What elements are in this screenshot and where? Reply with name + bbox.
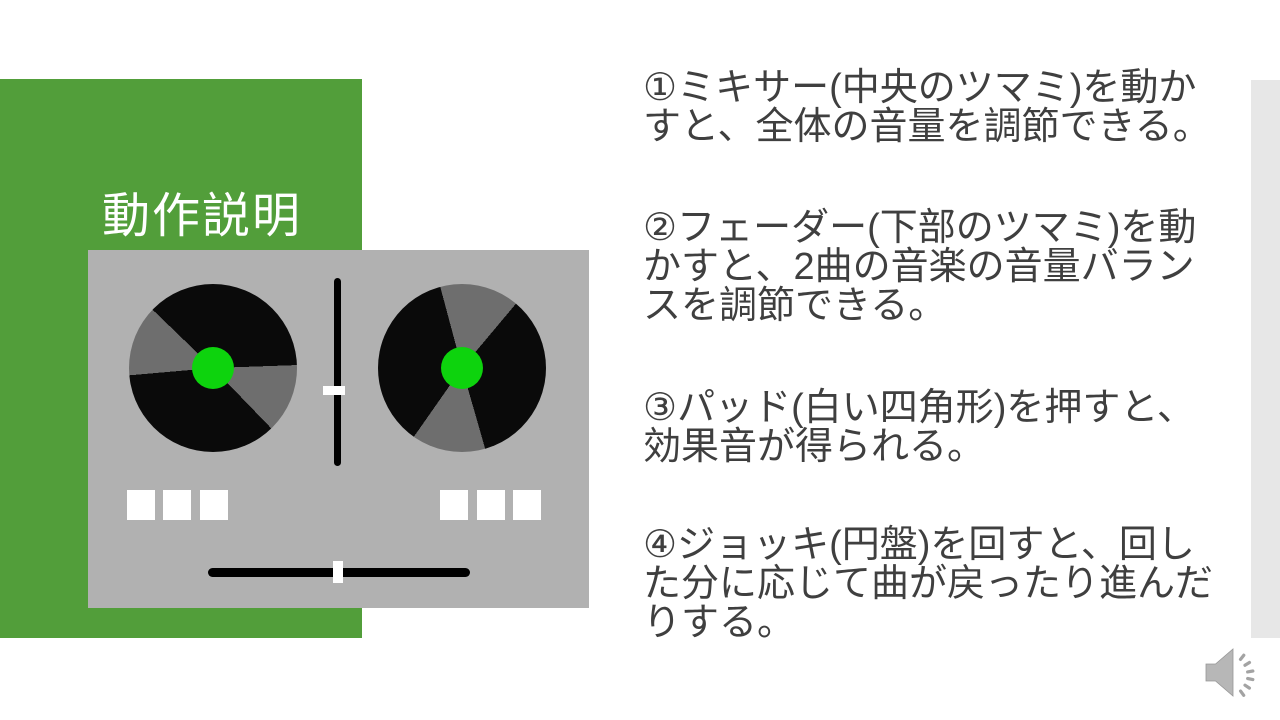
pad-right-1 [440, 490, 468, 520]
fader-handle [333, 561, 343, 583]
instruction-2: ②フェーダー(下部のツマミ)を動 かすと、2曲の音楽の音量バラン スを調節できる… [643, 207, 1197, 327]
jog-wheel-right-center [441, 347, 483, 389]
page-title: 動作説明 [102, 190, 303, 243]
instruction-3: ③パッド(白い四角形)を押すと、 効果音が得られる。 [643, 387, 1195, 468]
dj-mixer-image [88, 250, 589, 608]
jog-wheel-left [129, 284, 297, 452]
jog-wheel-left-center [192, 347, 234, 389]
mixer-slider-track [334, 278, 341, 466]
speaker-icon[interactable] [1200, 641, 1264, 703]
pad-left-2 [163, 490, 191, 520]
mixer-slider-handle [323, 386, 345, 395]
speaker-sound-waves [1238, 653, 1255, 697]
pad-right-3 [513, 490, 541, 520]
instruction-1: ①ミキサー(中央のツマミ)を動か すと、全体の音量を調節できる。 [643, 67, 1211, 148]
speaker-body [1205, 648, 1234, 697]
decorative-strip [1251, 80, 1280, 638]
instruction-4: ④ジョッキ(円盤)を回すと、回し た分に応じて曲が戻ったり進んだ りする。 [643, 524, 1214, 644]
pad-right-2 [477, 490, 505, 520]
jog-wheel-right [378, 284, 546, 452]
pad-left-1 [127, 490, 155, 520]
pad-left-3 [200, 490, 228, 520]
